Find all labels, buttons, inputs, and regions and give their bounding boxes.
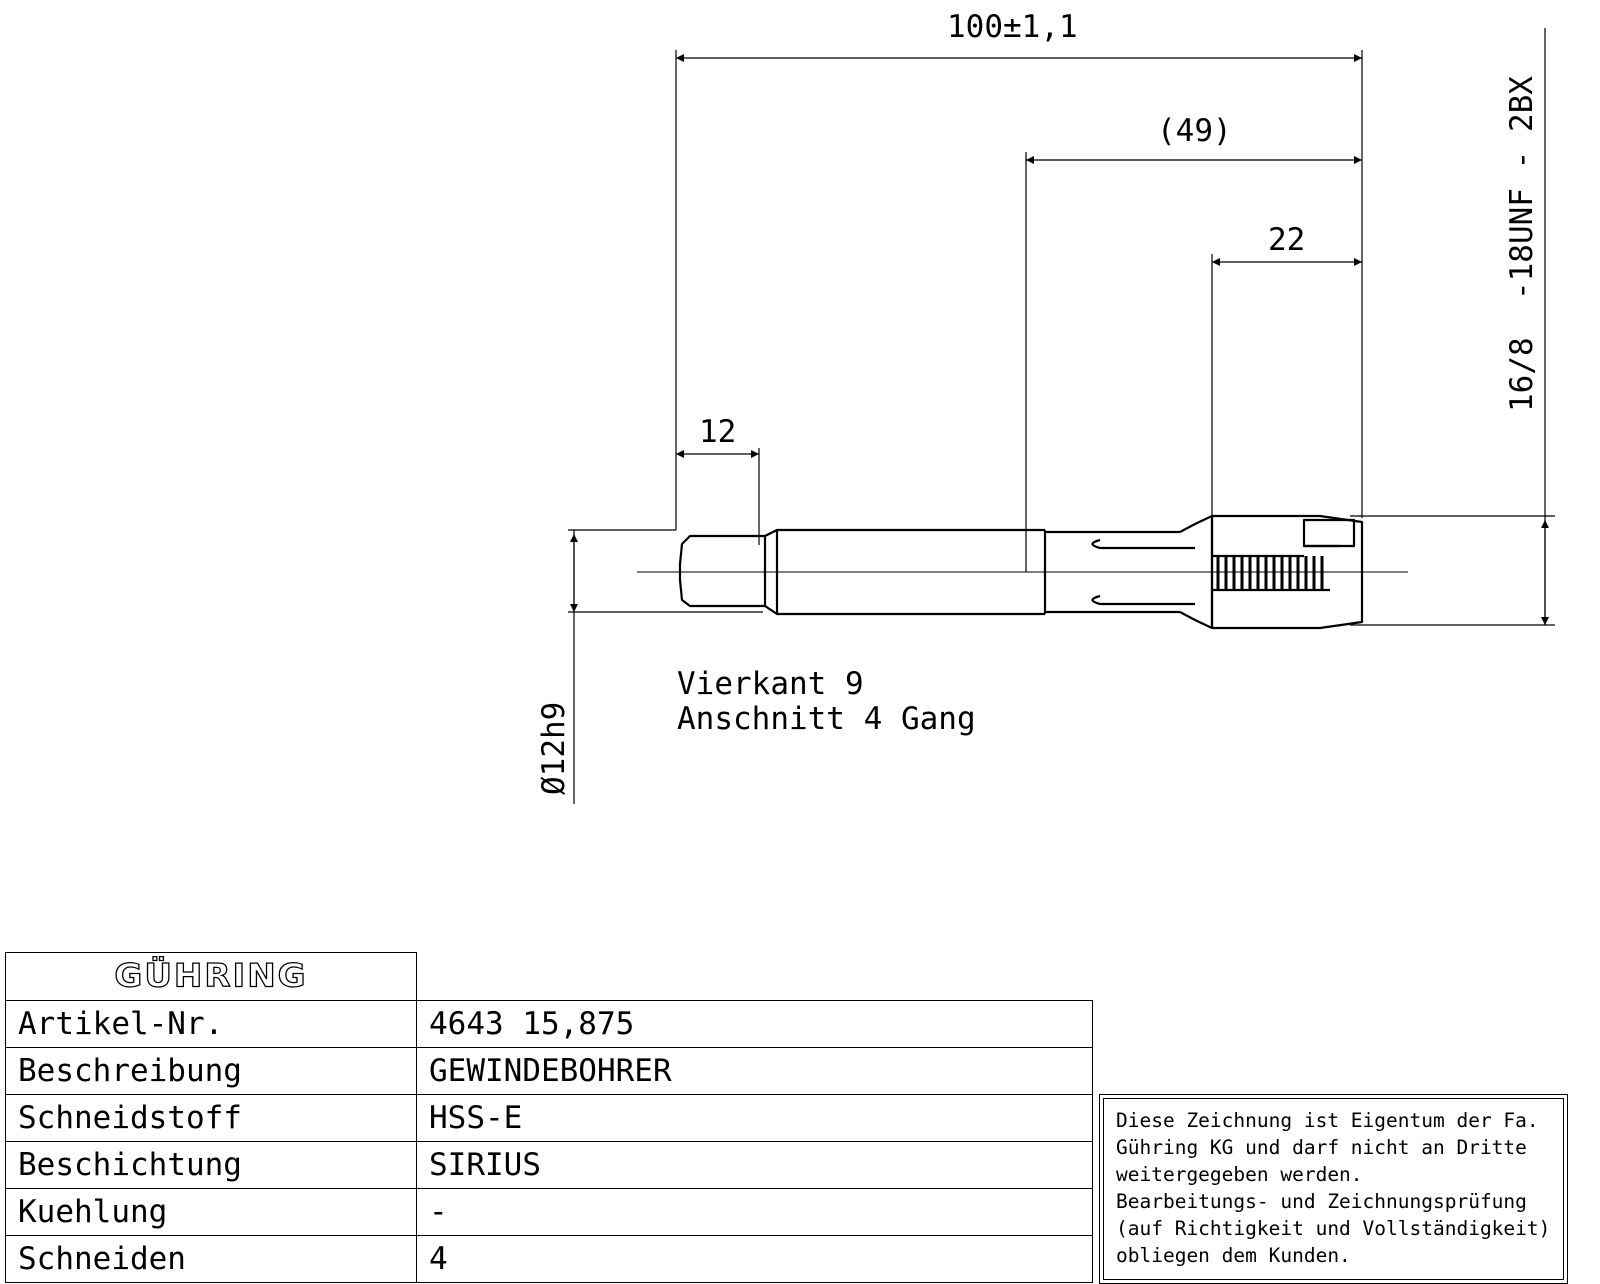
dimension-overall-length — [675, 50, 1363, 530]
row-label: Schneidstoff — [5, 1094, 417, 1142]
row-label: Beschreibung — [5, 1047, 417, 1095]
technical-drawing: 100±1,1 (49) 22 12 Ø12h9 16/8 -18UNF - 2… — [536, 9, 1555, 804]
note-square: Vierkant 9 — [677, 666, 864, 702]
length-49-label: (49) — [1157, 113, 1232, 149]
table-row: Kuehlung - — [5, 1188, 1093, 1236]
shank-diameter-label: Ø12h9 — [536, 702, 572, 795]
table-row: Beschichtung SIRIUS — [5, 1141, 1093, 1189]
ownership-notice: Diese Zeichnung ist Eigentum der Fa. Güh… — [1099, 1094, 1568, 1284]
row-value: GEWINDEBOHRER — [416, 1047, 1093, 1095]
tap-body — [678, 514, 1364, 630]
row-label: Artikel-Nr. — [5, 1000, 417, 1048]
square-length-label: 12 — [699, 414, 736, 450]
guehring-logo: GÜHRING — [114, 956, 308, 995]
table-row: Schneidstoff HSS-E — [5, 1094, 1093, 1142]
row-value: SIRIUS — [416, 1141, 1093, 1189]
row-value: HSS-E — [416, 1094, 1093, 1142]
logo-cell: GÜHRING — [5, 952, 417, 1001]
notice-text: Diese Zeichnung ist Eigentum der Fa. Güh… — [1103, 1098, 1564, 1280]
dimension-square-length — [676, 448, 760, 545]
row-label: Schneiden — [5, 1235, 417, 1283]
table-row: Schneiden 4 — [5, 1235, 1093, 1283]
table-row: Beschreibung GEWINDEBOHRER — [5, 1047, 1093, 1095]
row-value: 4643 15,875 — [416, 1000, 1093, 1048]
dimension-thread-diameter — [1350, 28, 1555, 626]
thread-hatching — [1216, 556, 1324, 590]
title-block: GÜHRING Artikel-Nr. 4643 15,875 Beschrei… — [5, 952, 1093, 1283]
dimension-length-49 — [1025, 152, 1362, 572]
dimension-thread-length — [1211, 254, 1362, 520]
overall-length-label: 100±1,1 — [947, 9, 1078, 45]
row-label: Kuehlung — [5, 1188, 417, 1236]
table-row: Artikel-Nr. 4643 15,875 — [5, 1000, 1093, 1048]
row-value: - — [416, 1188, 1093, 1236]
row-label: Beschichtung — [5, 1141, 417, 1189]
thread-length-label: 22 — [1268, 222, 1305, 258]
row-value: 4 — [416, 1235, 1093, 1283]
title-block-logo-row: GÜHRING — [5, 952, 1093, 1001]
note-chamfer: Anschnitt 4 Gang — [677, 701, 976, 737]
dimension-shank-diameter — [568, 529, 763, 804]
thread-spec-label: 16/8 -18UNF - 2BX — [1504, 76, 1540, 412]
